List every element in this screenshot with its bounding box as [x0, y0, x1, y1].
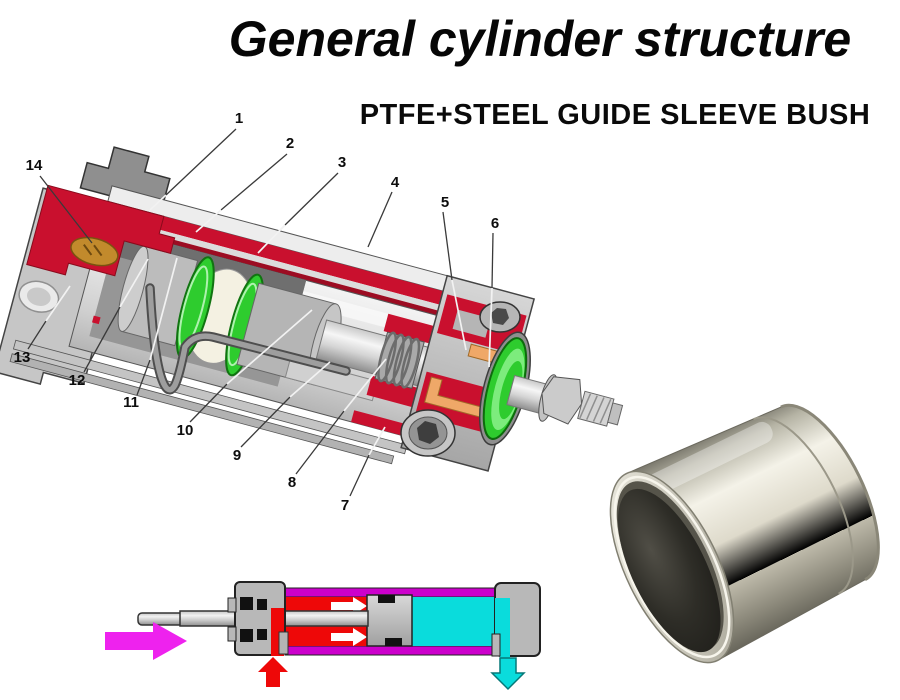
cushion-adjuster-gold — [70, 236, 119, 267]
cylinder-cutaway-diagram: 1 2 3 4 5 6 7 8 9 10 11 12 13 14 — [0, 110, 624, 514]
rod-seal-black — [240, 629, 253, 642]
schematic-piston — [366, 594, 413, 647]
bushing-seam — [753, 416, 854, 595]
callout-label-7: 7 — [341, 497, 349, 514]
cap-tab — [491, 633, 501, 657]
cylinder-body-group — [0, 146, 624, 472]
callout-label-6: 6 — [491, 215, 499, 232]
page-title: General cylinder structure — [228, 11, 852, 67]
thread-lines — [579, 393, 612, 424]
flow-arrow-white — [331, 628, 367, 646]
supply-arrow-magenta — [105, 622, 187, 660]
callout-line-14 — [39, 175, 93, 244]
callout-line-10 — [189, 383, 228, 423]
callout-label-9: 9 — [233, 447, 241, 464]
barrel-red-lining-2 — [107, 222, 477, 326]
callout-line-1 — [149, 194, 167, 211]
barrel-red-lining — [110, 202, 482, 316]
air-hose — [147, 285, 349, 393]
cylinder-operation-schematic — [105, 581, 541, 691]
rod-end-tip — [607, 402, 624, 426]
callout-line-11 — [136, 359, 151, 396]
callout-label-11: 11 — [123, 394, 139, 411]
barrel-silver-band — [108, 216, 479, 321]
cylinder-wall-magenta — [284, 645, 496, 656]
front-cut-face-red — [366, 375, 421, 408]
callout-label-3: 3 — [338, 154, 346, 171]
callout-label-13: 13 — [14, 349, 31, 366]
bushing-photo — [609, 403, 880, 664]
callout-line-9 — [289, 361, 331, 398]
callout-line-13 — [45, 285, 71, 322]
port-baffle — [278, 631, 289, 655]
callout-lines — [27, 128, 494, 497]
callout-label-1: 1 — [235, 110, 243, 127]
callout-line-8 — [295, 410, 345, 475]
rear-bore-inner — [26, 287, 51, 306]
bushing-group — [609, 403, 880, 664]
bushing-rim-highlight — [613, 475, 731, 659]
spring-coil — [400, 337, 421, 389]
callout-line-1 — [165, 128, 237, 196]
callout-line-9 — [240, 396, 291, 448]
cushion-adjuster-detail — [83, 244, 103, 257]
callout-label-2: 2 — [286, 135, 294, 152]
callout-label-12: 12 — [69, 372, 86, 389]
callout-line-8 — [343, 358, 387, 412]
callout-line-4 — [367, 191, 393, 248]
head-cap-tab — [227, 597, 237, 613]
bushing-highlight — [642, 421, 773, 498]
spring-coil — [392, 335, 413, 387]
bushing-far-edge — [780, 403, 880, 581]
rod-end-hex — [541, 376, 583, 425]
callout-line-2 — [195, 209, 222, 233]
callout-line-3 — [284, 172, 339, 226]
rod-seal-black — [257, 629, 267, 640]
rod-seal-black — [257, 599, 267, 610]
callout-label-8: 8 — [288, 474, 296, 491]
callout-line-3 — [257, 224, 286, 254]
bushing-bore — [618, 488, 721, 653]
callout-line-2 — [220, 153, 288, 211]
front-cut-face-red — [383, 313, 437, 345]
port-dot — [91, 315, 101, 325]
callout-line-6 — [491, 232, 494, 289]
piston-seal-black — [378, 595, 395, 603]
callout-line-6 — [488, 287, 493, 368]
callout-line-10 — [226, 309, 313, 385]
subtitle: PTFE+STEEL GUIDE SLEEVE BUSH — [359, 99, 871, 131]
schematic-rod-tip — [137, 612, 185, 626]
callout-line-5 — [451, 279, 467, 351]
callout-label-5: 5 — [441, 194, 449, 211]
inlet-arrow-red — [258, 657, 288, 687]
rear-cut-face-red — [26, 184, 176, 277]
callout-label-4: 4 — [391, 174, 400, 191]
callout-line-12 — [83, 306, 121, 373]
head-cap-tab — [227, 626, 237, 642]
piston-seal-black — [385, 638, 402, 646]
exhaust-chamber-cyan — [409, 597, 495, 646]
rod-seal-black — [240, 597, 253, 610]
spring-coil — [384, 333, 405, 385]
callout-line-5 — [442, 211, 453, 281]
callout-line-12 — [119, 258, 149, 308]
outlet-arrow-cyan — [490, 657, 526, 691]
callout-labels: 1 2 3 4 5 6 7 8 9 10 11 12 13 14 — [14, 110, 500, 514]
callout-line-7 — [368, 426, 386, 456]
spring-coil — [377, 331, 398, 383]
callout-line-11 — [149, 257, 178, 361]
mounting-nut-hex — [417, 421, 439, 444]
callout-label-10: 10 — [177, 422, 194, 439]
callout-line-7 — [349, 454, 370, 497]
tie-rod — [9, 353, 395, 465]
callout-line-13 — [27, 320, 47, 350]
mounting-nut-hex — [491, 308, 509, 325]
callout-label-14: 14 — [26, 157, 43, 174]
